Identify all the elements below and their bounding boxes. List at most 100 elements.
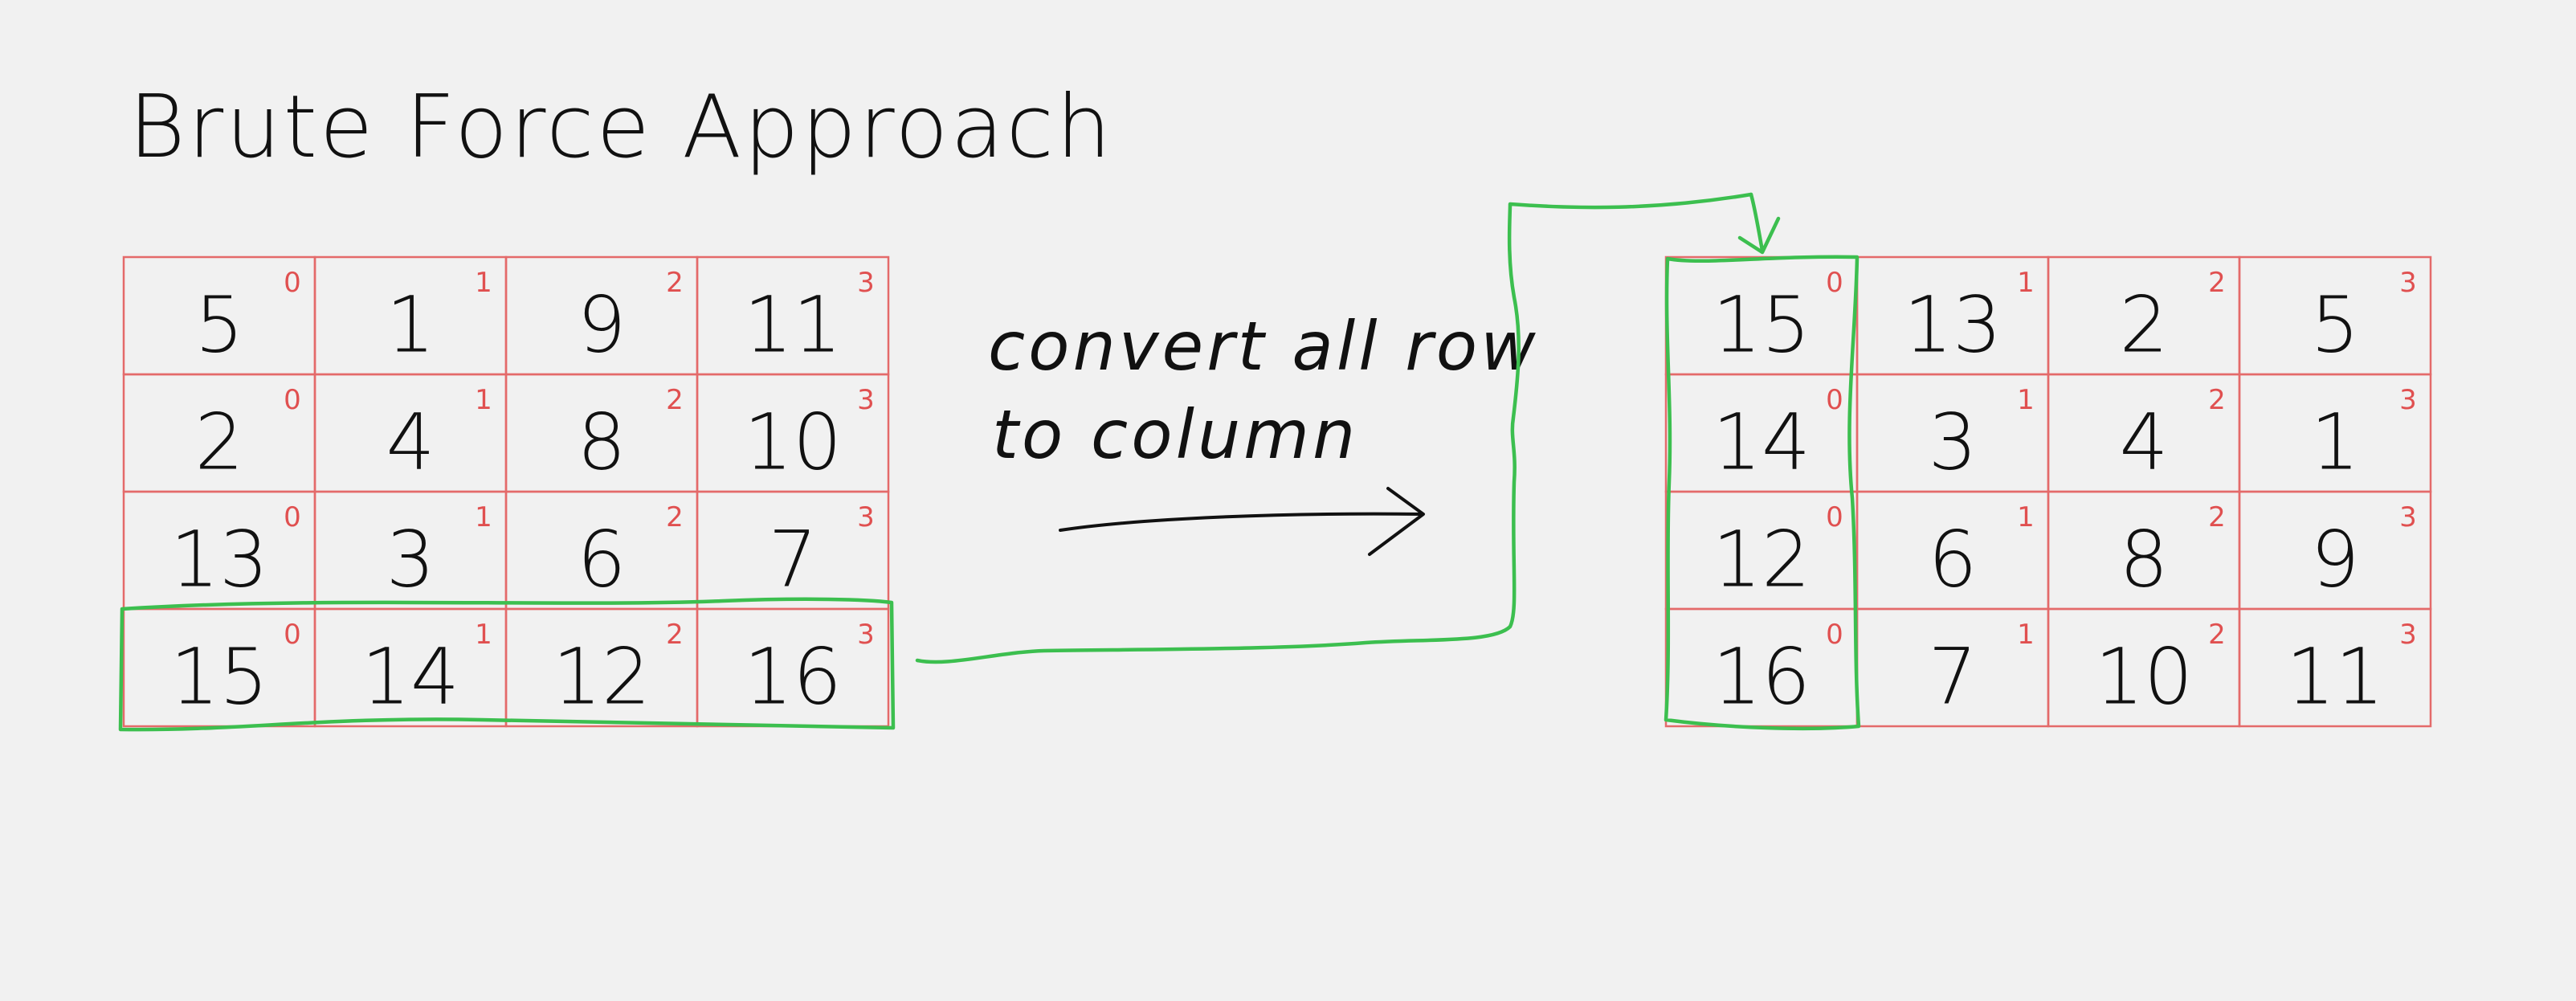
right-matrix-cell-value: 3 [1928, 398, 1977, 488]
note-line-2: to column [992, 395, 1358, 474]
left-matrix-cell-value: 2 [194, 398, 243, 488]
right-matrix-cell-value: 6 [1928, 515, 1977, 605]
right-matrix-cell: 14 0 [1664, 373, 1859, 493]
right-matrix-cell-index: 0 [1826, 267, 1843, 299]
left-matrix-cell-value: 15 [170, 632, 268, 722]
arrow-shaft [1059, 512, 1423, 532]
left-matrix-cell-index: 0 [284, 267, 301, 299]
right-matrix-cell-value: 13 [1904, 280, 2002, 370]
note-line-1: convert all row [988, 307, 1539, 386]
left-matrix-cell-value: 8 [577, 398, 626, 488]
left-matrix-cell-index: 3 [857, 267, 875, 299]
left-matrix-cell-value: 12 [553, 632, 651, 722]
left-matrix-cell-index: 2 [666, 619, 684, 651]
left-matrix-cell-index: 1 [475, 619, 492, 651]
left-matrix-cell-value: 11 [744, 280, 842, 370]
left-matrix-cell-value: 13 [170, 515, 268, 605]
right-matrix-cell: 10 2 [2047, 607, 2241, 728]
right-matrix-cell: 15 0 [1664, 255, 1859, 376]
right-matrix-cell-value: 15 [1713, 280, 1811, 370]
right-matrix-cell-value: 9 [2310, 515, 2359, 605]
right-matrix-cell-value: 11 [2286, 632, 2384, 722]
right-matrix-cell: 13 1 [1855, 255, 2050, 376]
right-matrix-cell-value: 12 [1713, 515, 1811, 605]
left-matrix-cell-index: 3 [857, 619, 875, 651]
left-matrix-cell-index: 0 [284, 501, 301, 533]
left-matrix-cell-value: 1 [386, 280, 435, 370]
right-matrix-cell-index: 2 [2208, 619, 2226, 651]
right-matrix-cell-index: 1 [2017, 619, 2035, 651]
left-matrix-cell-value: 6 [577, 515, 626, 605]
right-matrix-cell-index: 0 [1826, 619, 1843, 651]
left-matrix-cell-value: 16 [744, 632, 842, 722]
right-matrix-cell-index: 2 [2208, 501, 2226, 533]
right-matrix-cell-index: 2 [2208, 384, 2226, 416]
right-matrix-cell-index: 1 [2017, 501, 2035, 533]
right-matrix-cell-value: 1 [2310, 398, 2359, 488]
left-matrix-cell-index: 1 [475, 384, 492, 416]
left-matrix-cell-value: 5 [194, 280, 243, 370]
right-matrix-cell-index: 3 [2399, 384, 2417, 416]
right-matrix-cell-index: 3 [2399, 619, 2417, 651]
left-matrix-cell: 11 3 [696, 255, 890, 376]
left-matrix-cell: 13 0 [122, 490, 316, 611]
right-matrix-cell-index: 3 [2399, 267, 2417, 299]
right-matrix-cell-value: 4 [2119, 398, 2168, 488]
left-matrix-cell: 14 1 [313, 607, 508, 728]
left-matrix-cell-value: 9 [577, 280, 626, 370]
right-matrix-cell: 12 0 [1664, 490, 1859, 611]
left-matrix-cell-value: 7 [768, 515, 817, 605]
left-matrix-cell: 12 2 [504, 607, 699, 728]
right-matrix-cell-border [2238, 607, 2432, 728]
left-matrix-cell-value: 10 [744, 398, 842, 488]
left-matrix-cell-index: 1 [475, 501, 492, 533]
right-matrix-cell-index: 1 [2017, 267, 2035, 299]
left-matrix-cell-value: 3 [386, 515, 435, 605]
right-matrix-cell: 11 3 [2238, 607, 2432, 728]
right-matrix-cell-value: 10 [2095, 632, 2193, 722]
right-matrix-cell-index: 0 [1826, 384, 1843, 416]
right-matrix-cell-value: 8 [2119, 515, 2168, 605]
right-column-highlight [1664, 255, 1861, 731]
arrow-head [1368, 487, 1425, 556]
right-matrix-cell-index: 0 [1826, 501, 1843, 533]
diagram-title: Brute Force Approach [129, 77, 1113, 178]
left-matrix-cell-index: 3 [857, 501, 875, 533]
right-matrix-cell-index: 1 [2017, 384, 2035, 416]
right-matrix-cell-index: 2 [2208, 267, 2226, 299]
left-matrix-cell-index: 2 [666, 267, 684, 299]
left-matrix-cell-value: 14 [361, 632, 459, 722]
right-matrix-cell-value: 7 [1928, 632, 1977, 722]
left-matrix-cell-index: 0 [284, 384, 301, 416]
right-matrix-cell-value: 14 [1713, 398, 1811, 488]
right-matrix-cell-value: 16 [1713, 632, 1811, 722]
connector-path [915, 192, 1753, 664]
conversion-arrow [1059, 487, 1425, 556]
connector-arrow-head [1737, 192, 1781, 255]
left-row-highlight [118, 597, 896, 732]
left-matrix-cell-index: 0 [284, 619, 301, 651]
left-matrix-cell: 16 3 [696, 607, 890, 728]
left-matrix-cell: 15 0 [122, 607, 316, 728]
